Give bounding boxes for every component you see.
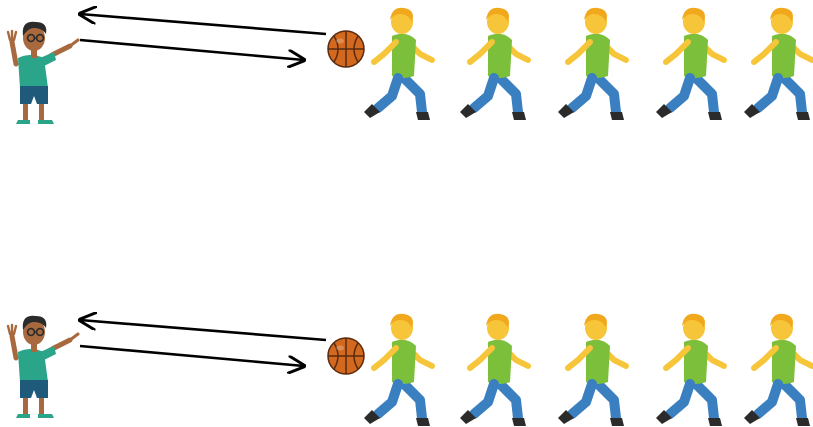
running-person-icon: [364, 8, 432, 120]
drill-row-1: [8, 8, 812, 124]
running-person-icon: [558, 8, 626, 120]
running-person-icon: [558, 314, 626, 426]
coach-icon: [8, 22, 78, 124]
arrow-icon: [80, 320, 327, 342]
running-person-icon: [656, 8, 724, 120]
running-person-icon: [460, 8, 528, 120]
arrow-icon: [80, 14, 327, 36]
basketball-icon: [327, 30, 365, 68]
arrow-icon: [79, 344, 304, 366]
running-person-icon: [364, 314, 432, 426]
running-person-icon: [656, 314, 724, 426]
running-person-icon: [744, 8, 812, 120]
drill-row-2: [8, 314, 812, 426]
coach-icon: [8, 316, 78, 418]
basketball-icon: [327, 337, 365, 375]
running-person-icon: [744, 314, 812, 426]
running-person-icon: [460, 314, 528, 426]
arrow-icon: [79, 38, 304, 60]
